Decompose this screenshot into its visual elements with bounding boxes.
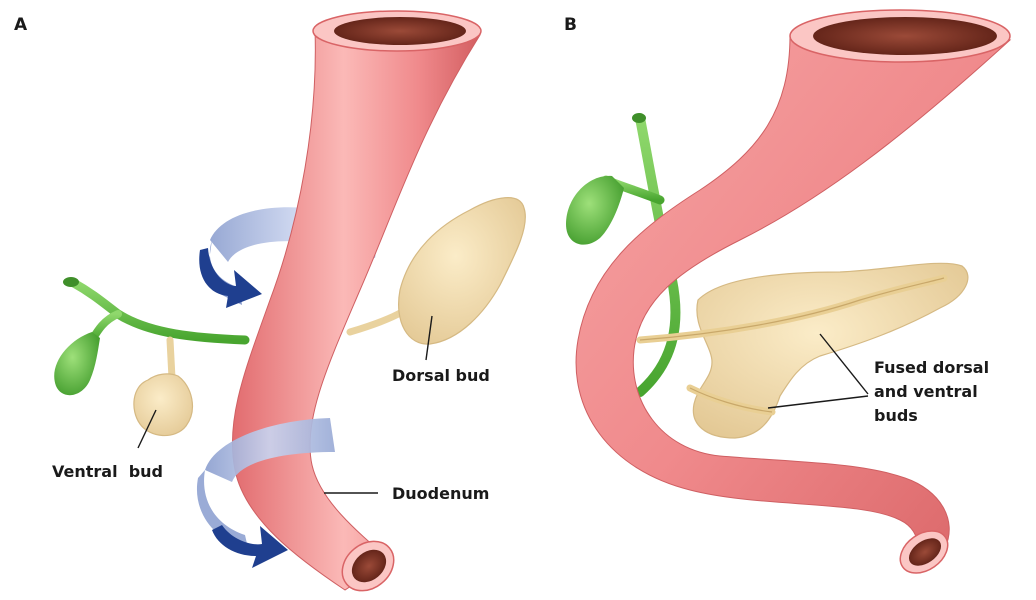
ventral-bud-stalk	[170, 340, 172, 378]
fused-buds-label-line2: and ventral	[874, 382, 978, 401]
dorsal-bud-label: Dorsal bud	[392, 366, 490, 385]
bile-duct-end-a	[63, 277, 79, 287]
fused-buds-label-line3: buds	[874, 406, 918, 425]
dorsal-bud-stalk	[350, 312, 402, 332]
gallbladder-b	[566, 176, 624, 245]
panel-a: A Dorsal bud Ventral bud	[14, 11, 525, 600]
ventral-bud	[134, 374, 193, 436]
duodenum-label: Duodenum	[392, 484, 489, 503]
panel-a-letter: A	[14, 15, 28, 35]
duodenum-lumen-top-b	[813, 17, 997, 55]
bile-duct-end-b	[632, 113, 646, 123]
fused-buds-leader-lower	[768, 396, 868, 408]
panel-b: B Fused dorsal and ventral buds	[564, 10, 1010, 582]
fused-buds-label-line1: Fused dorsal	[874, 358, 989, 377]
gallbladder-a	[54, 332, 100, 395]
fused-pancreas	[693, 263, 968, 438]
dorsal-bud	[399, 198, 526, 344]
ventral-bud-label: Ventral bud	[52, 462, 163, 481]
duodenum-lumen-top-a	[334, 17, 466, 45]
panel-b-letter: B	[564, 15, 577, 35]
